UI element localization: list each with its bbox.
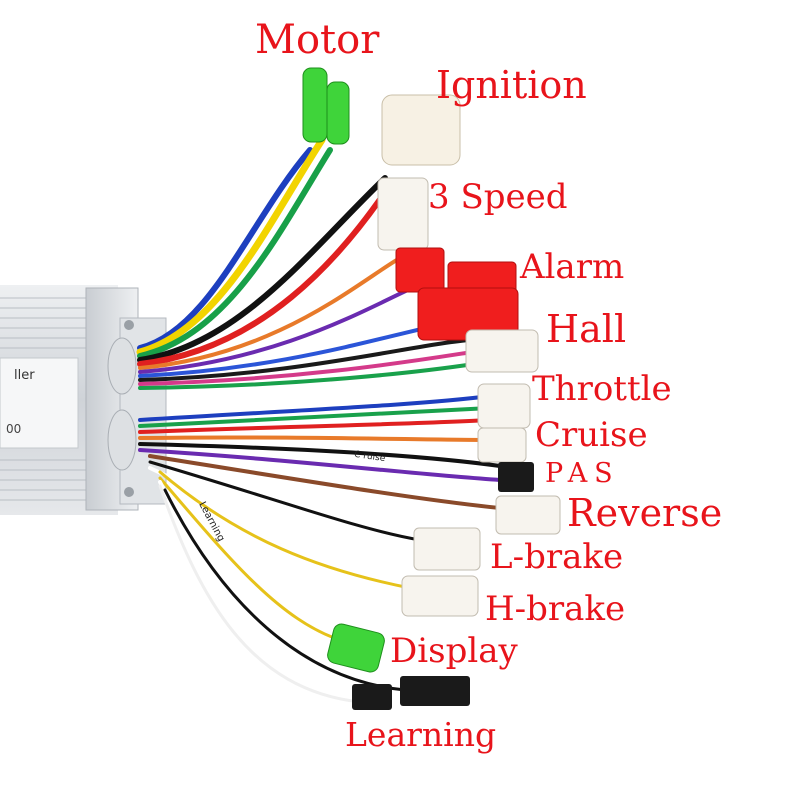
label-motor: Motor bbox=[255, 17, 380, 63]
label-pas: PAS bbox=[545, 458, 620, 489]
motor-connector bbox=[302, 67, 350, 145]
controller-sticker-text-2: 00 bbox=[6, 422, 22, 436]
label-3-speed: 3 Speed bbox=[428, 177, 568, 217]
hall-connector bbox=[417, 287, 539, 373]
throttle-connector bbox=[477, 383, 531, 429]
reverse-connector bbox=[495, 495, 561, 535]
label-display: Display bbox=[390, 631, 518, 671]
pas-connector bbox=[498, 462, 534, 492]
three-speed-connector bbox=[377, 177, 429, 251]
controller-sticker-text: ller bbox=[14, 368, 35, 383]
learning-connector bbox=[352, 676, 470, 710]
display-connector bbox=[327, 623, 385, 673]
l-brake-connector bbox=[413, 527, 481, 571]
label-throttle: Throttle bbox=[532, 369, 672, 409]
label-cruise: Cruise bbox=[535, 415, 648, 455]
label-ignition: Ignition bbox=[436, 63, 587, 107]
label-h-brake: H-brake bbox=[485, 589, 626, 629]
controller-housing bbox=[0, 285, 167, 515]
h-brake-connector bbox=[401, 575, 479, 617]
label-hall: Hall bbox=[546, 307, 627, 351]
label-reverse: Reverse bbox=[567, 491, 723, 535]
ignition-connector bbox=[381, 94, 461, 166]
label-learning: Learning bbox=[345, 715, 497, 754]
label-l-brake: L-brake bbox=[490, 537, 624, 577]
cruise-connector bbox=[477, 427, 527, 463]
lower-wire-bundle bbox=[138, 394, 502, 704]
label-alarm: Alarm bbox=[520, 247, 625, 287]
